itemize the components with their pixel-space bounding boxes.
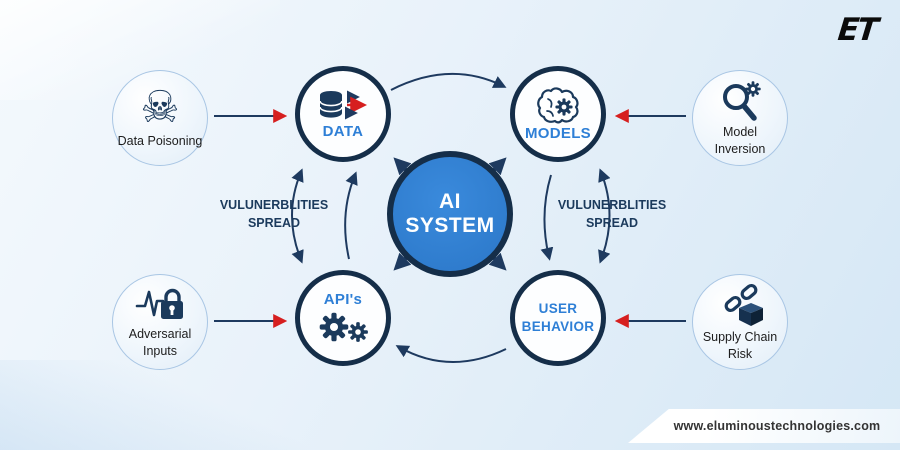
node-apis: API's <box>295 270 391 366</box>
node-user-behavior-label: USER BEHAVIOR <box>521 301 595 334</box>
pulse-lock-icon <box>135 285 185 323</box>
brain-gear-icon <box>535 86 581 125</box>
arrow-data-to-models <box>390 72 507 91</box>
website-bar: www.eluminoustechnologies.com <box>628 409 900 443</box>
threat-data-poisoning: ☠ Data Poisoning <box>112 70 208 166</box>
threat-model-inversion-label: Model Inversion <box>714 125 766 156</box>
node-models: MODELS <box>510 66 606 162</box>
magnifier-gear-icon <box>717 79 763 121</box>
threat-supply-chain-risk-label: Supply Chain Risk <box>702 330 778 361</box>
gears-icon <box>315 308 371 346</box>
vuln-left-line1: VULUNERBLITIES <box>219 198 329 212</box>
node-apis-label: API's <box>323 290 363 308</box>
threat-supply-chain-risk: Supply Chain Risk <box>692 274 788 370</box>
database-transfer-icon <box>316 89 370 123</box>
arrow-apis-to-data-inner <box>344 171 358 260</box>
arrow-center-to-models <box>488 157 507 176</box>
threat-model-inversion: Model Inversion <box>692 70 788 166</box>
arrow-user-to-apis <box>395 345 507 363</box>
vuln-right-line1: VULUNERBLITIES <box>557 198 667 212</box>
node-data: DATA <box>295 66 391 162</box>
website-url: www.eluminoustechnologies.com <box>673 419 881 433</box>
node-data-label: DATA <box>322 122 364 140</box>
arrow-center-to-apis <box>393 252 412 271</box>
threat-data-poisoning-label: Data Poisoning <box>117 134 203 149</box>
threat-adversarial-inputs: Adversarial Inputs <box>112 274 208 370</box>
vulnerabilities-spread-right: VULUNERBLITIES SPREAD <box>544 197 680 232</box>
vuln-left-line2: SPREAD <box>247 215 301 230</box>
arrow-center-to-user <box>488 252 507 271</box>
vulnerabilities-spread-left: VULUNERBLITIES SPREAD <box>206 197 342 232</box>
company-logo: ET <box>835 12 878 48</box>
ai-system-label: AI SYSTEM <box>405 190 495 237</box>
skull-crossbones-icon: ☠ <box>140 82 180 134</box>
vuln-right-line2: SPREAD <box>585 215 639 230</box>
ai-system-node: AI SYSTEM <box>387 151 513 277</box>
node-models-label: MODELS <box>525 124 591 142</box>
node-user-behavior: USER BEHAVIOR <box>510 270 606 366</box>
chain-box-icon <box>713 282 767 327</box>
threat-adversarial-inputs-label: Adversarial Inputs <box>128 327 192 358</box>
corner-shade <box>0 360 340 450</box>
